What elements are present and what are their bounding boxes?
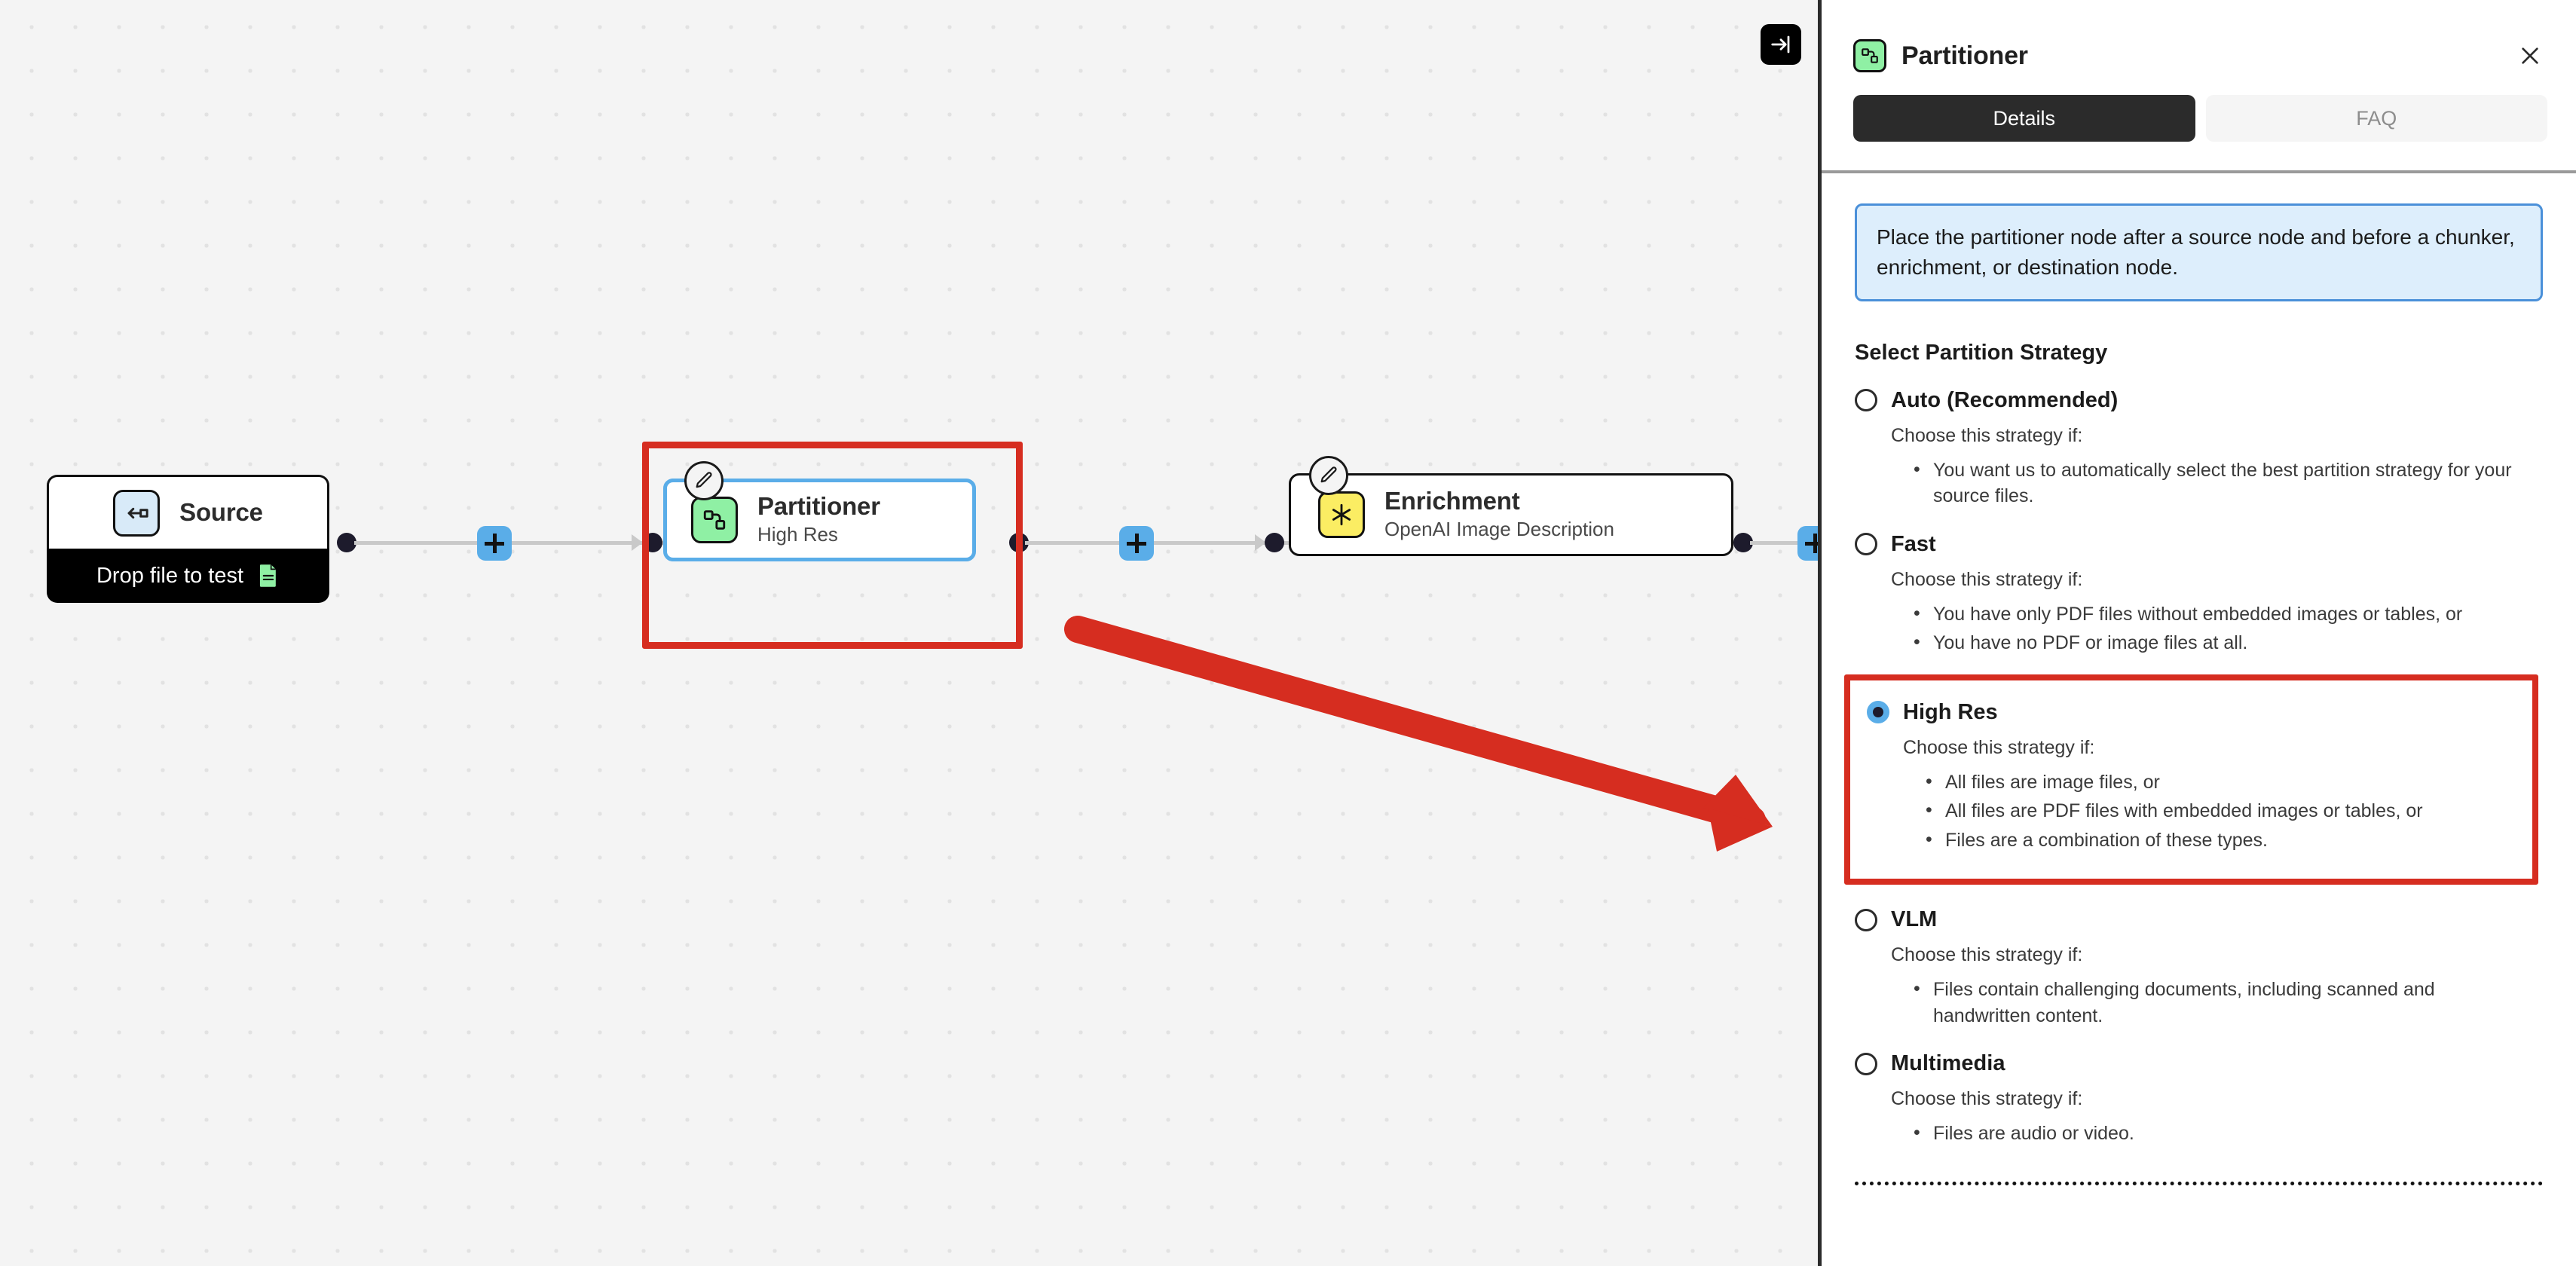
arrow-to-bar-right-icon [1771, 35, 1790, 54]
list-item: Files are audio or video. [1914, 1120, 2543, 1147]
strategy-fast-choose: Choose this strategy if: [1891, 568, 2083, 590]
strategy-fast-bullets: You have only PDF files without embedded… [1914, 601, 2543, 656]
strategy-auto-choose: Choose this strategy if: [1891, 424, 2083, 446]
node-enrichment-text: Enrichment OpenAI Image Description [1384, 487, 1614, 541]
info-banner: Place the partitioner node after a sourc… [1855, 203, 2543, 301]
strategy-highres-head: High Res [1867, 700, 2516, 725]
edge-arrow-2 [1255, 534, 1266, 551]
edge-partitioner-enrichment [1025, 541, 1289, 545]
node-partitioner-text: Partitioner High Res [757, 492, 880, 546]
add-node-button-2[interactable] [1119, 526, 1154, 561]
tab-faq[interactable]: FAQ [2205, 95, 2547, 142]
panel-partitioner-icon-box [1853, 39, 1886, 72]
pencil-icon [696, 472, 712, 488]
document-icon [259, 564, 276, 587]
strategy-option-multimedia[interactable]: Multimedia Choose this strategy if: File… [1855, 1051, 2543, 1147]
collapse-panel-button[interactable] [1761, 24, 1801, 65]
panel-tabs: Details FAQ [1822, 89, 2576, 142]
strategy-highres-label: High Res [1903, 699, 1998, 724]
radio-fast[interactable] [1855, 533, 1877, 555]
list-item: You have only PDF files without embedded… [1914, 601, 2543, 628]
tab-details[interactable]: Details [1853, 95, 2195, 142]
strategy-multimedia-bullets: Files are audio or video. [1914, 1120, 2543, 1147]
annotation-arrow-icon [1064, 616, 1773, 852]
node-partitioner-title: Partitioner [757, 492, 880, 521]
arrow-into-box-icon [127, 507, 148, 518]
enrichment-edit-button[interactable] [1309, 456, 1348, 495]
list-item: Files contain challenging documents, inc… [1914, 976, 2516, 1029]
source-node-icon-box [113, 489, 161, 537]
node-source[interactable]: Source [47, 475, 329, 549]
strategy-option-auto[interactable]: Auto (Recommended) Choose this strategy … [1855, 388, 2543, 509]
workflow-canvas[interactable]: Source Drop file to test [0, 0, 1818, 1266]
add-node-button-1[interactable] [477, 526, 512, 561]
node-source-text: Source [179, 498, 263, 527]
strategy-vlm-choose: Choose this strategy if: [1891, 944, 2083, 965]
radio-auto[interactable] [1855, 389, 1877, 411]
list-item: You have no PDF or image files at all. [1914, 629, 2543, 656]
radio-multimedia[interactable] [1855, 1052, 1877, 1075]
close-panel-button[interactable] [2513, 38, 2547, 73]
node-source-title: Source [179, 498, 263, 527]
partitioner-nodes-icon [703, 510, 726, 530]
add-node-button-3[interactable] [1797, 526, 1818, 561]
node-partitioner-subtitle: High Res [757, 523, 838, 546]
strategy-vlm-head: VLM [1855, 907, 2543, 932]
strategy-option-vlm[interactable]: VLM Choose this strategy if: Files conta… [1855, 907, 2543, 1029]
strategy-option-highres[interactable]: High Res Choose this strategy if: All fi… [1867, 700, 2516, 854]
source-drop-label: Drop file to test [96, 563, 244, 588]
strategy-multimedia-head: Multimedia [1855, 1051, 2543, 1076]
panel-header: Partitioner [1822, 0, 2576, 89]
strategy-auto-label: Auto (Recommended) [1891, 387, 2119, 412]
list-item: All files are image files, or [1926, 769, 2516, 796]
panel-section-divider [1855, 1181, 2543, 1185]
edge-arrow-1 [632, 534, 643, 551]
strategy-highres-annotation-highlight: High Res Choose this strategy if: All fi… [1844, 674, 2538, 885]
strategy-auto-bullets: You want us to automatically select the … [1914, 457, 2543, 509]
sparkle-asterisk-icon [1332, 503, 1351, 526]
list-item: All files are PDF files with embedded im… [1926, 797, 2516, 824]
edge-enrichment-next [1750, 541, 1818, 545]
strategy-highres-choose: Choose this strategy if: [1903, 736, 2095, 758]
panel-body: Place the partitioner node after a sourc… [1822, 203, 2576, 1147]
list-item: You want us to automatically select the … [1914, 457, 2516, 509]
partitioner-edit-button[interactable] [684, 461, 724, 500]
enrichment-output-port[interactable] [1733, 533, 1753, 552]
panel-title: Partitioner [1901, 41, 2028, 70]
strategy-option-fast[interactable]: Fast Choose this strategy if: You have o… [1855, 532, 2543, 656]
partitioner-details-panel: Partitioner Details FAQ Place the partit… [1818, 0, 2576, 1266]
strategy-multimedia-choose: Choose this strategy if: [1891, 1088, 2083, 1109]
node-enrichment-title: Enrichment [1384, 487, 1520, 515]
node-enrichment-content: Enrichment OpenAI Image Description [1291, 487, 1614, 541]
partitioner-input-port[interactable] [643, 533, 662, 552]
enrichment-input-port[interactable] [1265, 533, 1284, 552]
node-partitioner-content: Partitioner High Res [667, 492, 880, 546]
source-drop-file-zone[interactable]: Drop file to test [47, 549, 329, 603]
strategy-auto-head: Auto (Recommended) [1855, 388, 2543, 413]
section-title-partition-strategy: Select Partition Strategy [1855, 340, 2108, 365]
strategy-vlm-bullets: Files contain challenging documents, inc… [1914, 976, 2543, 1029]
node-enrichment-subtitle: OpenAI Image Description [1384, 518, 1614, 541]
node-enrichment[interactable]: Enrichment OpenAI Image Description [1289, 473, 1733, 556]
strategy-fast-label: Fast [1891, 531, 1936, 556]
list-item: Files are a combination of these types. [1926, 827, 2516, 854]
radio-highres[interactable] [1867, 701, 1889, 723]
radio-vlm[interactable] [1855, 908, 1877, 931]
partitioner-node-icon-box [691, 496, 738, 543]
enrichment-node-icon-box [1318, 491, 1365, 538]
strategy-fast-head: Fast [1855, 532, 2543, 557]
strategy-highres-bullets: All files are image files, or All files … [1926, 769, 2516, 854]
strategy-vlm-label: VLM [1891, 907, 1938, 931]
node-source-content: Source [113, 489, 263, 537]
strategy-multimedia-label: Multimedia [1891, 1051, 2005, 1075]
panel-tab-divider [1822, 170, 2576, 173]
partitioner-nodes-icon [1862, 48, 1878, 63]
pencil-icon [1320, 466, 1337, 483]
source-output-port[interactable] [337, 533, 356, 552]
close-icon [2522, 47, 2538, 64]
